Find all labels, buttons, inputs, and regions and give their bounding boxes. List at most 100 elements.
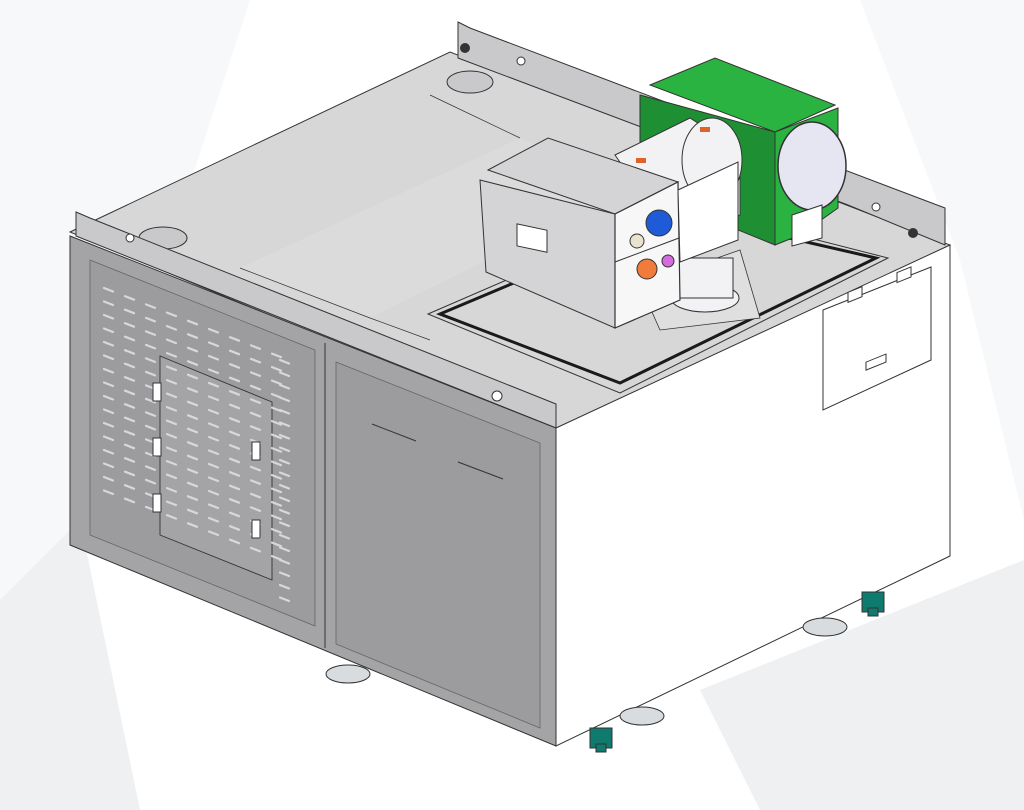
vent-slot — [102, 475, 115, 482]
vent-slot — [278, 583, 291, 590]
vent-slot — [165, 446, 178, 453]
lens-orange — [636, 258, 658, 280]
optical-camera-head-icon — [479, 137, 739, 329]
left-flange-hole-1 — [125, 233, 135, 243]
hinge-tag-2 — [700, 127, 710, 132]
vent-slot — [144, 397, 157, 404]
vent-slot — [102, 367, 115, 374]
vent-slot — [228, 376, 241, 383]
door-latch-1 — [152, 382, 162, 402]
vent-slot — [165, 392, 178, 399]
vent-slot — [278, 496, 291, 503]
right-door-panel — [335, 361, 541, 729]
vent-slot — [270, 514, 283, 521]
vent-slot — [207, 422, 220, 429]
vent-slot — [165, 406, 178, 412]
vent-slot — [278, 483, 291, 490]
front-access-door — [822, 266, 932, 411]
flange-eyebolt-1 — [460, 43, 470, 53]
turret-post — [674, 257, 734, 299]
camera-rear-plate — [677, 161, 739, 263]
vent-slot — [249, 357, 262, 364]
vent-slot — [249, 492, 262, 499]
vent-slot — [186, 522, 199, 528]
vent-slot — [228, 444, 241, 450]
vent-slot — [270, 554, 283, 561]
lens-beige — [629, 233, 645, 249]
vent-slot — [278, 546, 291, 553]
bg-facet-4 — [700, 560, 1024, 810]
vent-slot — [207, 368, 220, 375]
vent-slot — [207, 476, 220, 483]
vent-slot — [144, 478, 157, 485]
vent-slot — [249, 465, 262, 472]
vent-slot — [228, 538, 241, 545]
vent-slot — [123, 376, 136, 382]
vent-slot — [165, 338, 178, 345]
vent-slot — [249, 411, 262, 418]
vent-slot — [123, 389, 136, 396]
vent-slot — [249, 479, 262, 485]
vent-slot — [186, 414, 199, 420]
vent-slot — [186, 427, 199, 434]
lift-well-back — [446, 70, 494, 94]
vent-slot — [186, 400, 199, 407]
vent-slot — [207, 327, 220, 334]
vent-slot — [249, 506, 262, 512]
vent-slot — [102, 327, 115, 334]
vent-slot — [228, 430, 241, 437]
vent-slot — [278, 596, 291, 603]
top-seam-3 — [369, 317, 431, 341]
door-latch-5 — [251, 519, 261, 539]
vent-slot — [123, 322, 136, 328]
vent-slot — [207, 516, 220, 523]
vent-slot — [228, 498, 241, 504]
vent-slot — [165, 365, 178, 372]
vent-slot — [270, 379, 283, 386]
vent-slot — [207, 449, 220, 456]
vent-slot — [270, 460, 283, 467]
vent-slot — [278, 421, 291, 428]
vent-slot — [278, 446, 291, 453]
vent-slot — [144, 303, 157, 309]
vent-slot — [186, 333, 199, 339]
vent-slot — [270, 474, 283, 480]
flange-eyebolt-2 — [908, 228, 918, 238]
hinge-tag-1 — [636, 158, 646, 163]
lens-blue — [645, 209, 673, 237]
vent-slot — [278, 358, 291, 365]
vent-slot — [278, 558, 291, 565]
vent-slot — [278, 471, 291, 478]
camera-side-window — [516, 223, 548, 253]
vent-slot — [123, 484, 136, 490]
vent-slot — [207, 381, 220, 388]
top-seam-1 — [239, 267, 371, 319]
vent-slot — [123, 403, 136, 409]
access-door-hinge-1 — [847, 286, 863, 304]
vent-slot — [165, 487, 178, 493]
vent-slot — [144, 343, 157, 350]
vent-slot — [228, 417, 241, 423]
vent-slot — [270, 501, 283, 507]
lens-magenta — [661, 254, 675, 268]
green-lens-glass — [777, 121, 847, 211]
vent-slot — [278, 371, 291, 378]
top-seam-2 — [429, 94, 521, 139]
vent-slot — [186, 441, 199, 447]
vent-slot — [102, 286, 115, 293]
vent-slot — [186, 346, 199, 353]
vent-slot — [144, 465, 157, 471]
vent-slot — [270, 433, 283, 440]
vent-slot — [165, 311, 178, 318]
vent-slot — [207, 341, 220, 348]
leveling-foot-icon — [325, 591, 885, 753]
vent-slot — [144, 411, 157, 417]
vent-slot — [186, 319, 199, 326]
vent-slot — [249, 371, 262, 377]
access-door-handle — [865, 353, 887, 371]
vent-slot — [278, 458, 291, 465]
vent-slot — [249, 425, 262, 431]
vent-slot — [270, 527, 283, 534]
vent-slot — [228, 511, 241, 518]
